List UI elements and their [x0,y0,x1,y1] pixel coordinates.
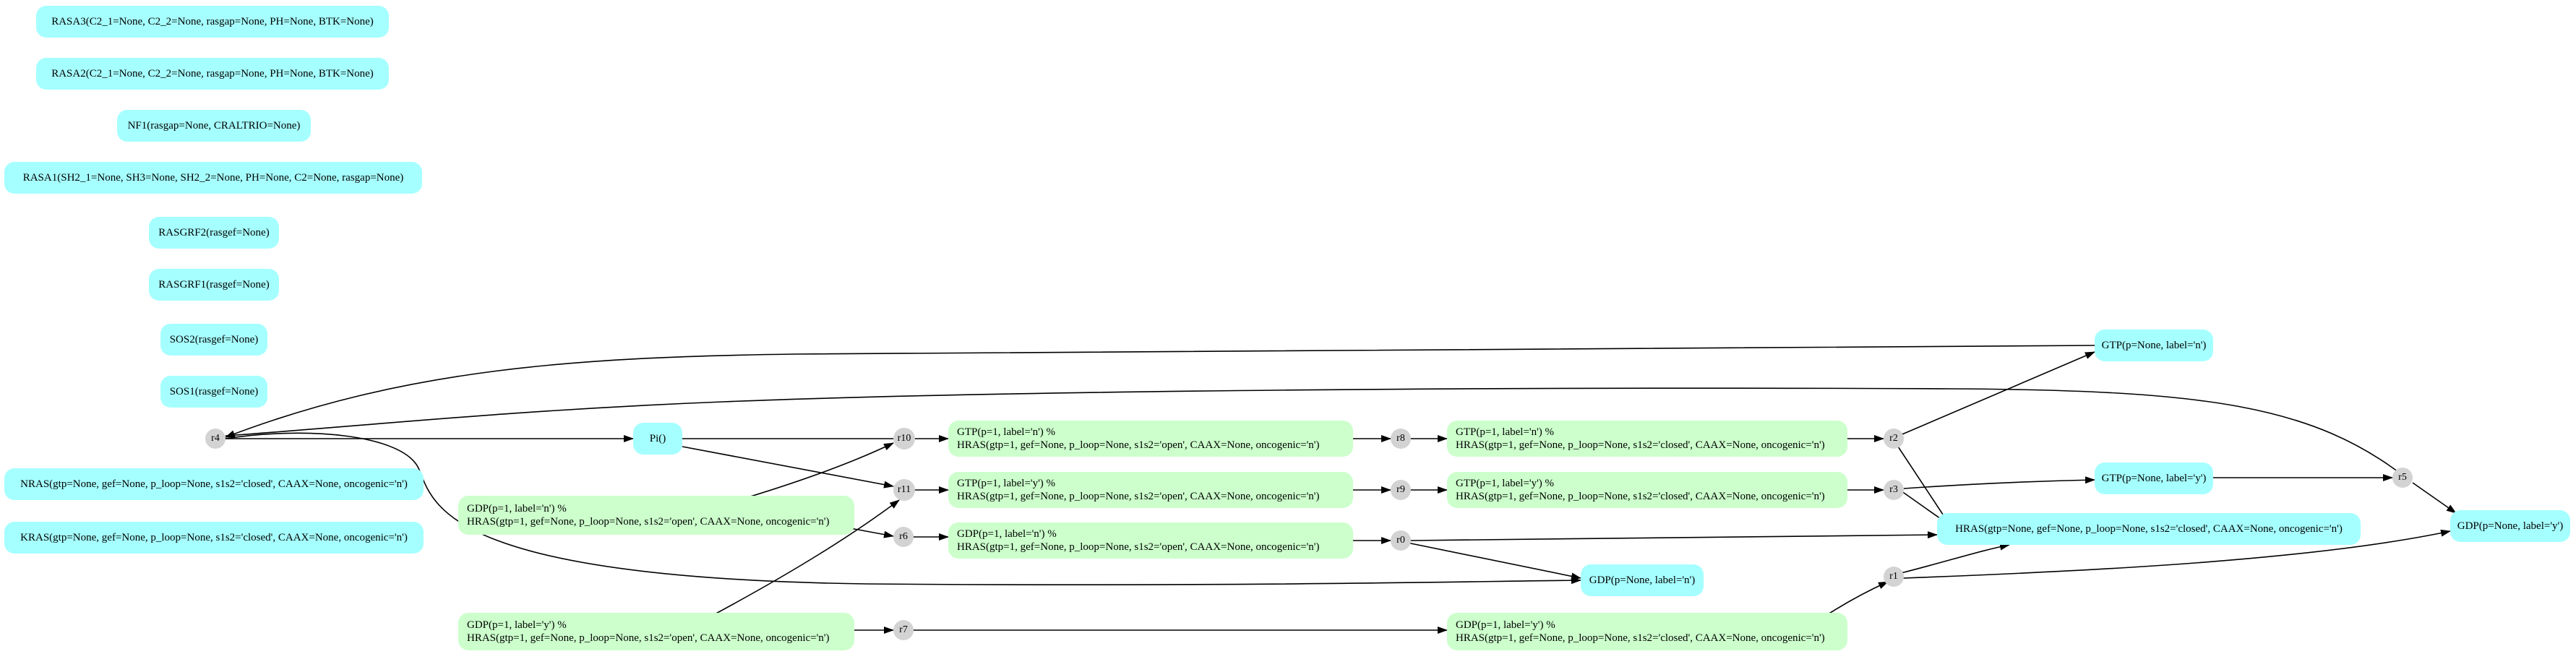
edge-gdpy-r11 [711,499,900,616]
reaction-label: r3 [1889,484,1898,495]
complex-line-1: GTP(p=1, label='y') % [957,478,1056,489]
reaction-r11[interactable]: r11 [893,479,915,501]
node-label: SOS1(rasgef=None) [169,386,259,397]
edge-r2-gtpn [1904,351,2095,434]
reaction-label: r9 [1396,484,1405,495]
node-complex-gdp-n-open-r6[interactable]: GDP(p=1, label='n') % HRAS(gtp=1, gef=No… [948,522,1353,559]
node-label: RASGRF2(rasgef=None) [158,227,270,238]
edge-gdpn-r6 [854,529,893,536]
node-rasgrf2[interactable]: RASGRF2(rasgef=None) [149,217,279,249]
node-complex-gdp-y-open[interactable]: GDP(p=1, label='y') % HRAS(gtp=1, gef=No… [458,613,854,650]
reaction-label: r6 [899,531,908,542]
node-label: SOS2(rasgef=None) [169,334,259,345]
node-label: RASA3(C2_1=None, C2_2=None, rasgap=None,… [51,16,374,27]
reaction-label: r10 [897,433,911,444]
reaction-label: r4 [211,433,220,444]
reaction-r0[interactable]: r0 [1391,530,1411,551]
complex-line-2: HRAS(gtp=1, gef=None, p_loop=None, s1s2=… [957,491,1320,502]
complex-line-2: HRAS(gtp=1, gef=None, p_loop=None, s1s2=… [957,439,1320,451]
edge-r4-gdpn [225,432,1581,586]
node-gtp-n[interactable]: GTP(p=None, label='n') [2095,330,2213,361]
reaction-r8[interactable]: r8 [1391,429,1411,449]
node-gtp-y[interactable]: GTP(p=None, label='y') [2095,462,2213,494]
edge-gdpy-r4 [225,387,2408,479]
edge-r1-hras [1904,545,2009,572]
reaction-r3[interactable]: r3 [1884,480,1904,500]
reaction-label: r8 [1396,433,1405,444]
node-gdp-y[interactable]: GDP(p=None, label='y') [2450,510,2570,542]
node-rasa1[interactable]: RASA1(SH2_1=None, SH3=None, SH2_2=None, … [4,162,422,194]
complex-line-2: HRAS(gtp=1, gef=None, p_loop=None, s1s2=… [1456,439,1825,451]
reaction-r6[interactable]: r6 [893,527,914,547]
complex-line-1: GDP(p=1, label='n') % [957,528,1057,540]
reaction-r1[interactable]: r1 [1884,567,1904,587]
node-label: GDP(p=None, label='n') [1589,575,1696,586]
reaction-label: r7 [899,624,908,635]
node-label: RASA1(SH2_1=None, SH3=None, SH2_2=None, … [22,172,404,184]
edge-gdpn-r10 [747,442,894,498]
node-complex-gtp-y-open[interactable]: GTP(p=1, label='y') % HRAS(gtp=1, gef=No… [948,472,1353,508]
complex-line-2: HRAS(gtp=1, gef=None, p_loop=None, s1s2=… [467,632,830,644]
node-complex-gtp-n-open[interactable]: GTP(p=1, label='n') % HRAS(gtp=1, gef=No… [948,421,1353,457]
edge-r5-gdpy [2412,482,2457,514]
complex-line-1: GDP(p=1, label='y') % [467,619,567,631]
node-label: HRAS(gtp=None, gef=None, p_loop=None, s1… [1955,523,2343,535]
node-rasa2[interactable]: RASA2(C2_1=None, C2_2=None, rasgap=None,… [36,58,389,90]
reaction-r4[interactable]: r4 [205,429,226,449]
reaction-label: r11 [897,484,911,495]
node-hras[interactable]: HRAS(gtp=None, gef=None, p_loop=None, s1… [1937,513,2361,545]
node-label: Pi() [649,433,666,444]
reaction-r7[interactable]: r7 [893,620,914,640]
node-complex-gtp-y-closed[interactable]: GTP(p=1, label='y') % HRAS(gtp=1, gef=No… [1447,472,1847,508]
edge-pi-r11 [682,446,894,489]
reaction-label: r5 [2398,472,2407,483]
node-sos1[interactable]: SOS1(rasgef=None) [160,376,267,408]
node-label: RASA2(C2_1=None, C2_2=None, rasgap=None,… [51,68,374,79]
node-label: KRAS(gtp=None, gef=None, p_loop=None, s1… [20,532,408,543]
node-sos2[interactable]: SOS2(rasgef=None) [160,324,267,356]
node-complex-gdp-n-open[interactable]: GDP(p=1, label='n') % HRAS(gtp=1, gef=No… [458,496,854,535]
node-kras[interactable]: KRAS(gtp=None, gef=None, p_loop=None, s1… [4,522,424,554]
node-nras[interactable]: NRAS(gtp=None, gef=None, p_loop=None, s1… [4,468,424,500]
edge-r0-hras [1411,535,1937,541]
edge-r3-gtpy [1903,476,2095,489]
complex-line-1: GDP(p=1, label='n') % [467,503,567,515]
complex-line-1: GTP(p=1, label='n') % [957,426,1056,438]
node-label: GTP(p=None, label='y') [2101,473,2207,484]
node-rasa3[interactable]: RASA3(C2_1=None, C2_2=None, rasgap=None,… [36,6,389,38]
node-label: NRAS(gtp=None, gef=None, p_loop=None, s1… [20,478,408,490]
reaction-r10[interactable]: r10 [893,428,915,449]
complex-line-2: HRAS(gtp=1, gef=None, p_loop=None, s1s2=… [1456,491,1825,502]
node-complex-gtp-n-closed[interactable]: GTP(p=1, label='n') % HRAS(gtp=1, gef=No… [1447,421,1847,457]
edge-r0-gdpn [1411,543,1581,578]
node-label: RASGRF1(rasgef=None) [158,279,270,291]
node-label: GTP(p=None, label='n') [2101,340,2207,351]
complex-line-1: GDP(p=1, label='y') % [1456,619,1555,631]
node-label: NF1(rasgap=None, CRALTRIO=None) [127,120,301,132]
node-gdp-n[interactable]: GDP(p=None, label='n') [1581,564,1704,596]
node-rasgrf1[interactable]: RASGRF1(rasgef=None) [149,269,279,301]
edge-gdpy-closed-r1 [1826,581,1888,616]
complex-line-1: GTP(p=1, label='n') % [1456,426,1555,438]
node-nf1[interactable]: NF1(rasgap=None, CRALTRIO=None) [117,110,311,142]
node-label: GDP(p=None, label='y') [2457,520,2564,532]
edge-r1-gdpy [1904,531,2450,578]
node-pi[interactable]: Pi() [633,423,682,455]
complex-line-2: HRAS(gtp=1, gef=None, p_loop=None, s1s2=… [957,541,1320,553]
reaction-label: r2 [1889,433,1898,444]
reaction-label: r1 [1889,571,1898,582]
complex-line-2: HRAS(gtp=1, gef=None, p_loop=None, s1s2=… [1456,632,1825,644]
reaction-r9[interactable]: r9 [1391,480,1411,500]
reaction-label: r0 [1396,535,1405,546]
node-complex-gdp-y-closed[interactable]: GDP(p=1, label='y') % HRAS(gtp=1, gef=No… [1447,613,1847,650]
complex-line-2: HRAS(gtp=1, gef=None, p_loop=None, s1s2=… [467,516,830,528]
reaction-r5[interactable]: r5 [2392,468,2413,488]
reaction-r2[interactable]: r2 [1884,429,1904,449]
complex-line-1: GTP(p=1, label='y') % [1456,478,1555,489]
